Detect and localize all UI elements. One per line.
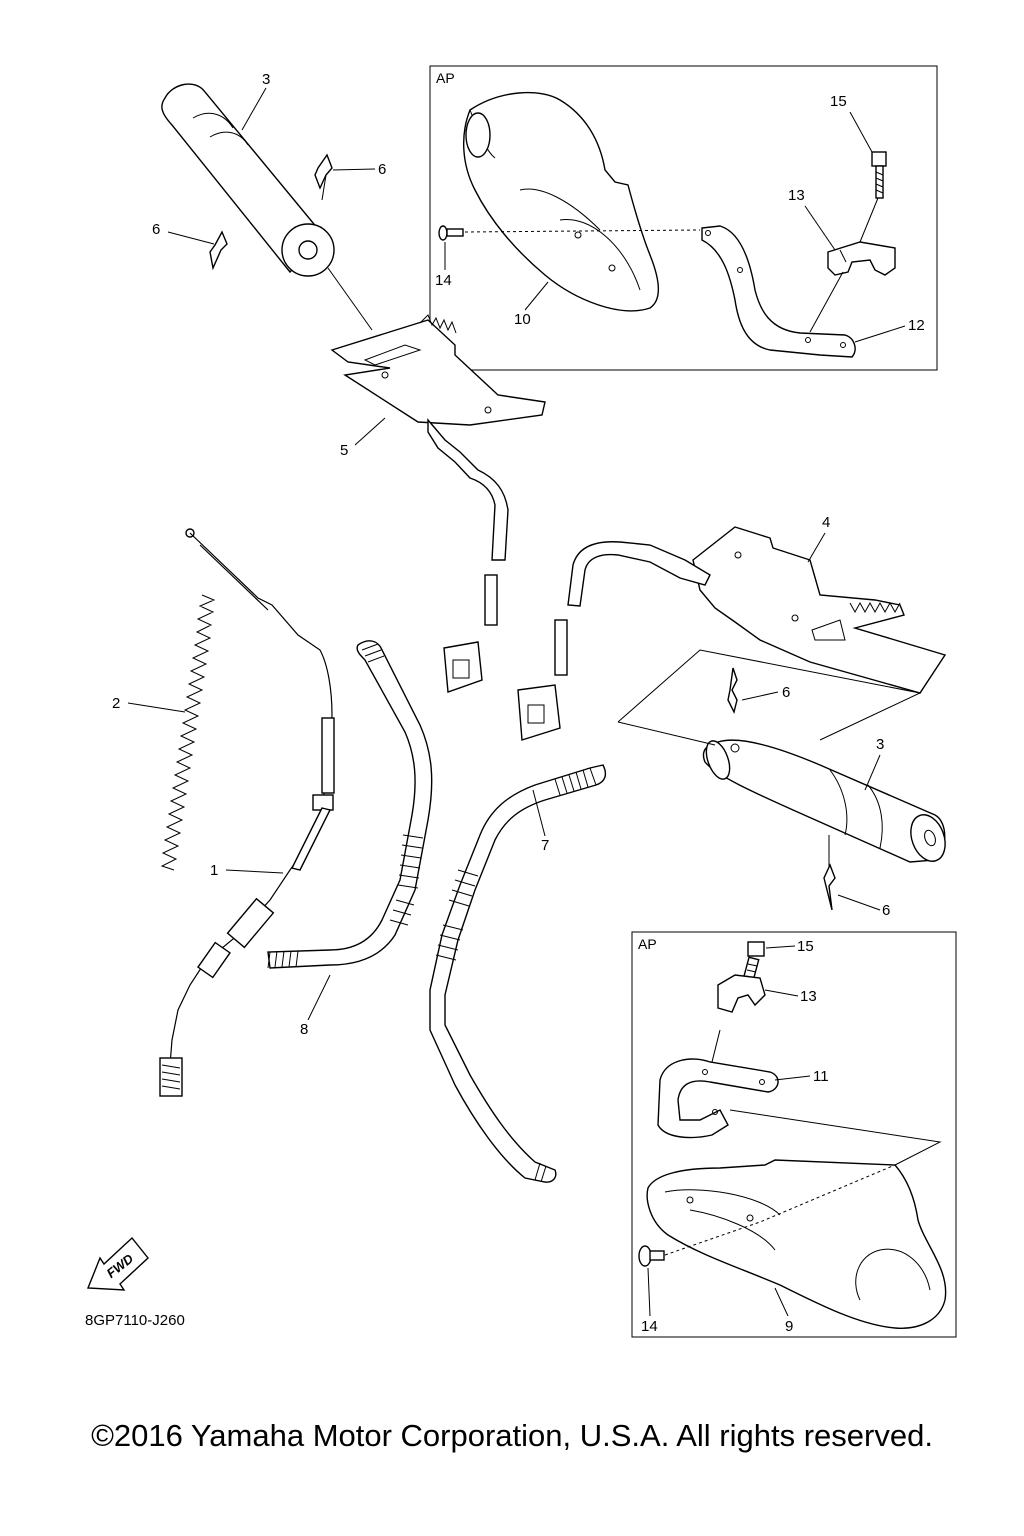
rivet-part-6-b — [209, 230, 228, 271]
rivet-part-6-c — [727, 667, 738, 715]
inset-ap-top-label: AP — [436, 70, 455, 86]
hand-guard-part-9 — [646, 1159, 947, 1329]
callout-6-right-upper: 6 — [782, 684, 790, 701]
screw-part-14-bottom — [638, 1245, 665, 1267]
callout-15-bottom: 15 — [797, 938, 814, 955]
callout-11: 11 — [813, 1068, 829, 1085]
callout-10: 10 — [514, 311, 531, 328]
grip-part-3-left — [161, 83, 335, 277]
bracket-part-12 — [701, 225, 856, 358]
callouts: 3 6 6 5 15 13 14 10 12 4 2 6 3 — [112, 71, 925, 1335]
callout-1: 1 — [210, 862, 218, 879]
grip-heater-part-4 — [517, 526, 947, 741]
copyright-notice: ©2016 Yamaha Motor Corporation, U.S.A. A… — [91, 1418, 933, 1453]
callout-6-right-lower: 6 — [882, 902, 890, 919]
callout-13-bottom: 13 — [800, 988, 817, 1005]
tube-part-7 — [429, 764, 607, 1183]
callout-12: 12 — [908, 317, 925, 334]
spring-part-2 — [160, 594, 216, 871]
rivet-part-6-d — [823, 863, 836, 911]
callout-15-top: 15 — [830, 93, 847, 110]
inset-ap-bottom: AP — [631, 931, 957, 1338]
rivet-part-6-a — [314, 153, 333, 201]
callout-7: 7 — [541, 837, 549, 854]
callout-3-right: 3 — [876, 736, 884, 753]
callout-9: 9 — [785, 1318, 793, 1335]
tube-part-8 — [267, 640, 433, 969]
callout-6-left: 6 — [152, 221, 160, 238]
fwd-arrow-icon: FWD — [86, 1236, 149, 1291]
callout-5: 5 — [340, 442, 348, 459]
grip-part-3-right — [702, 739, 946, 863]
callout-4: 4 — [822, 514, 830, 531]
screw-part-14-top — [438, 225, 464, 241]
callout-3-top: 3 — [262, 71, 270, 88]
clamp-part-13 — [827, 241, 896, 276]
callout-14-bottom: 14 — [641, 1318, 658, 1335]
throttle-cable-part-1 — [159, 528, 335, 1097]
bracket-part-11 — [657, 1058, 779, 1139]
callout-6-upper: 6 — [378, 161, 386, 178]
bolt-part-15 — [871, 151, 887, 199]
callout-2: 2 — [112, 695, 120, 712]
inset-ap-bottom-label: AP — [638, 936, 657, 952]
callout-13-top: 13 — [788, 187, 805, 204]
callout-8: 8 — [300, 1021, 308, 1038]
clamp-part-13-bottom — [717, 974, 766, 1013]
grip-heater-part-5 — [330, 314, 546, 693]
hand-guard-part-10 — [462, 91, 659, 312]
diagram-code: 8GP7110-J260 — [85, 1312, 185, 1329]
callout-14-top: 14 — [435, 272, 452, 289]
inset-ap-top: AP — [429, 65, 938, 371]
